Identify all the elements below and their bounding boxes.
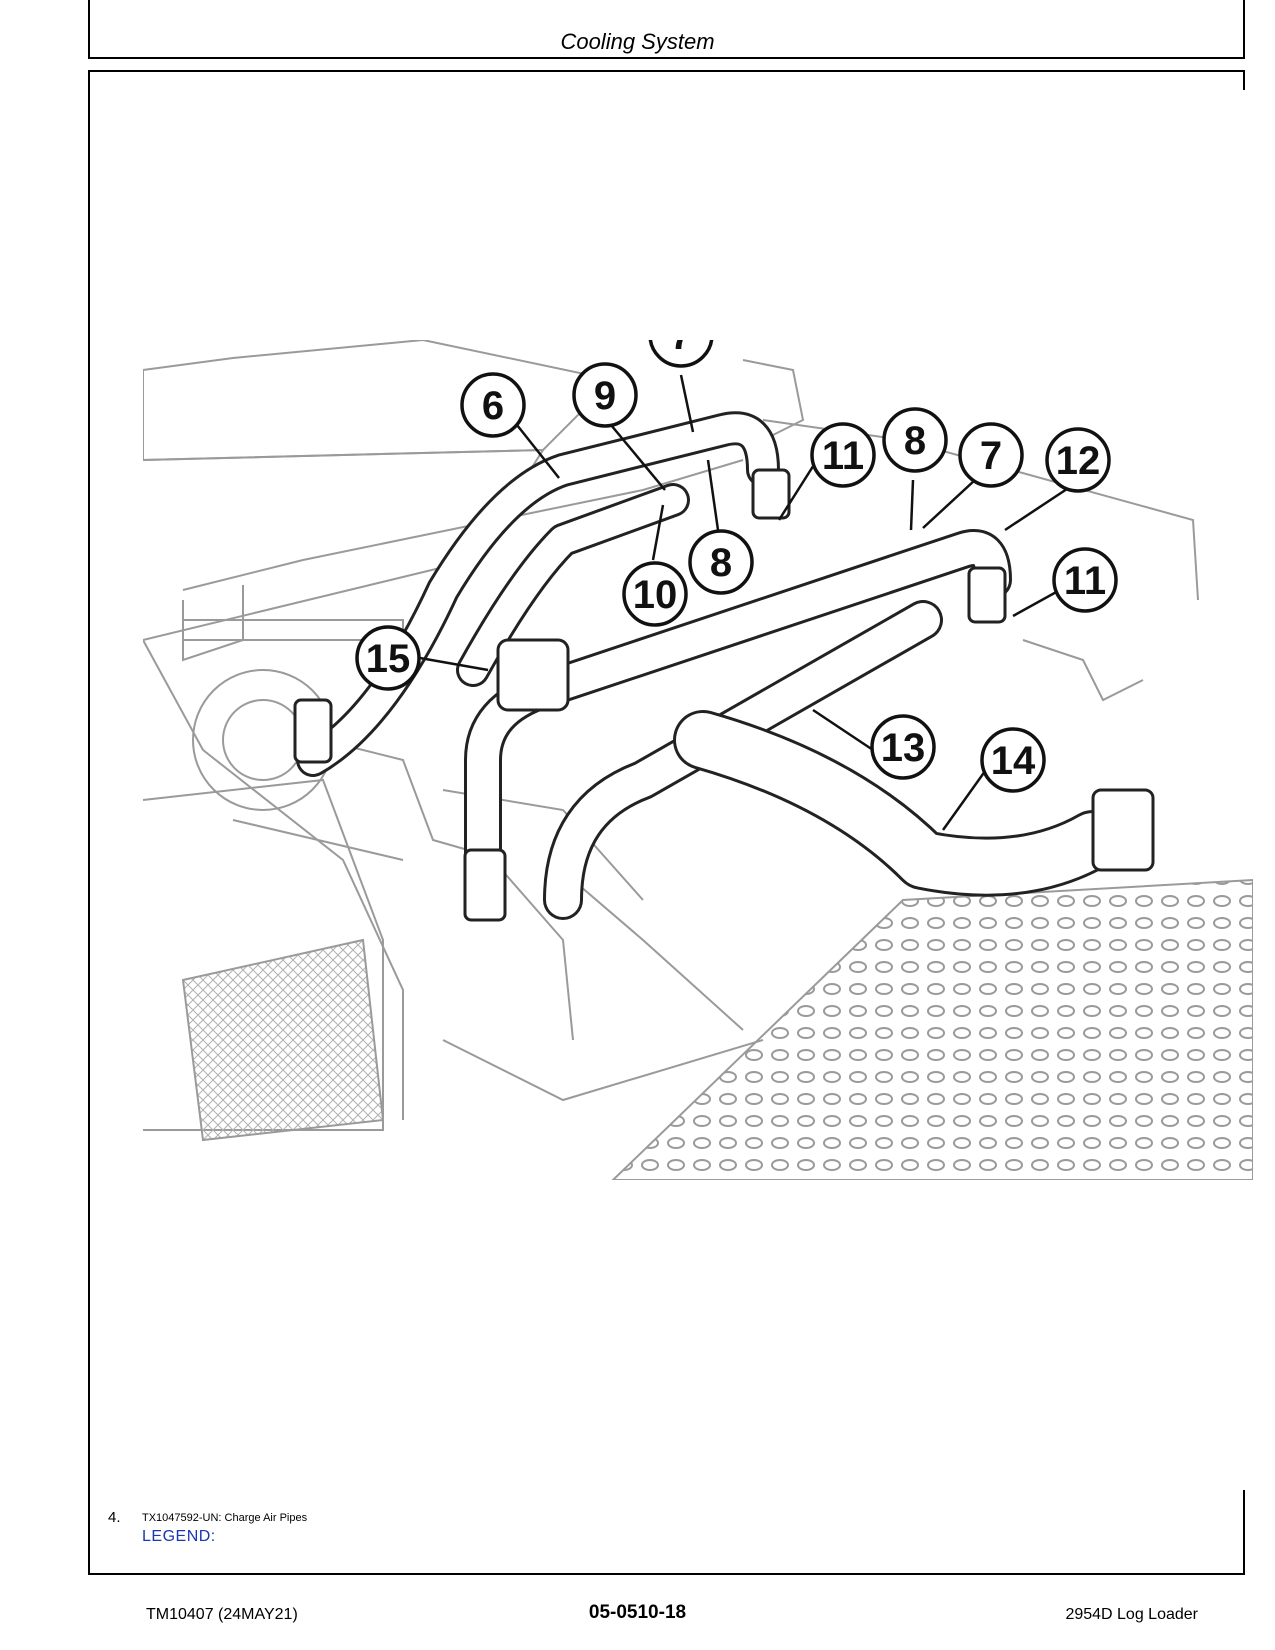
content-bottom-rule <box>88 1573 1245 1575</box>
callout-circle <box>1045 427 1111 493</box>
callout-15: 15 <box>366 637 411 681</box>
callout-circle <box>648 340 714 368</box>
callout-bubbles <box>355 340 1118 793</box>
callout-circle <box>958 422 1024 488</box>
header-bottom-rule <box>88 57 1245 59</box>
callout-8-left: 8 <box>710 541 732 585</box>
callout-circle <box>882 407 948 473</box>
callout-8-right: 8 <box>904 419 926 463</box>
callout-7-right: 7 <box>980 434 1002 478</box>
side-grille <box>181 938 385 1142</box>
figure-caption: TX1047592-UN: Charge Air Pipes <box>142 1512 308 1524</box>
footer-page-number: 05-0510-18 <box>588 1602 687 1623</box>
callout-10: 10 <box>633 573 678 617</box>
callout-6: 6 <box>482 384 504 428</box>
header-left-rule <box>88 0 90 58</box>
content-right-rule-top <box>1243 70 1245 90</box>
callout-circle <box>460 372 526 438</box>
charge-air-pipes-illustration: 7 6 9 11 8 7 12 8 10 11 15 13 14 <box>143 340 1253 1180</box>
content-left-rule <box>88 70 90 1574</box>
machine-background <box>143 340 1199 1131</box>
callout-11-lower: 11 <box>1064 559 1106 603</box>
callout-12: 12 <box>1056 439 1101 483</box>
footer-doc-id: TM10407 (24MAY21) <box>146 1606 298 1623</box>
callout-circle <box>1052 547 1118 613</box>
content-top-rule <box>88 70 1245 72</box>
callout-11-upper: 11 <box>822 434 864 478</box>
perforated-deck <box>611 878 1253 1180</box>
callout-circle <box>688 529 754 595</box>
header-right-rule <box>1243 0 1245 58</box>
step-number: 4. <box>108 1509 121 1526</box>
callout-circle <box>622 561 688 627</box>
callout-13: 13 <box>881 726 926 770</box>
callout-circle <box>572 362 638 428</box>
callout-circle <box>870 714 936 780</box>
callout-circle <box>355 625 421 691</box>
callout-9: 9 <box>594 374 616 418</box>
content-right-rule-bottom <box>1243 1490 1245 1574</box>
callout-circle <box>980 727 1046 793</box>
callout-circle <box>810 422 876 488</box>
hose-clamps <box>293 468 1155 922</box>
callout-14: 14 <box>991 739 1036 783</box>
section-title: Cooling System <box>560 29 715 54</box>
footer-machine-name: 2954D Log Loader <box>1065 1606 1198 1623</box>
legend-label: LEGEND: <box>142 1528 216 1545</box>
callout-7-top: 7 <box>670 340 692 358</box>
